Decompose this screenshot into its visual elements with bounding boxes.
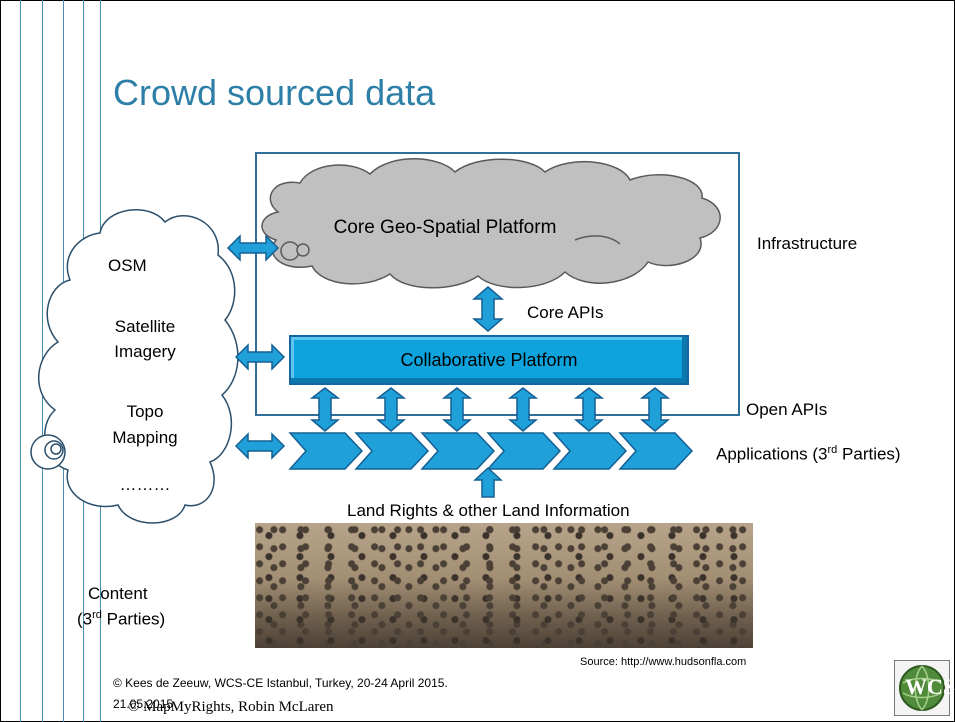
cloud-bubble [280,241,300,261]
arrow-up-down [309,387,341,432]
mapmyrights-text: © MapMyRights, Robin McLaren [128,699,334,715]
date-text: 21.05.2015 [113,697,174,711]
applications-text: Applications (3 [716,444,828,464]
arrow-up-down [441,387,473,432]
content-item-topo: Topo [126,402,164,421]
collaborative-platform-label: Collaborative Platform [400,349,578,370]
arrow-up [473,466,503,498]
content-footer-sup: rd [92,609,102,621]
applications-tail: Parties) [837,444,901,464]
cloud-curl [574,235,621,245]
content-item-osm: OSM [108,256,147,275]
arrow-left-right [234,343,286,371]
core-platform-cloud [261,158,721,289]
open-apis-label: Open APIs [746,400,828,419]
core-platform-label: Core Geo-Spatial Platform [333,217,557,238]
application-chevron [552,432,628,470]
arrow-up-down [375,387,407,432]
cloud-bubble [50,443,62,455]
content-cloud [38,208,239,524]
arrow-left-right [226,234,280,262]
aerial-photo [255,523,753,648]
application-chevron [486,432,562,470]
application-chevron [288,432,364,470]
arrow-up-down [573,387,605,432]
arrow-up-down [471,286,505,332]
land-rights-label: Land Rights & other Land Information [347,501,630,520]
wcs-logo: WCS [894,660,955,716]
content-item-more: ……… [119,475,171,494]
content-footer-line2: (3rd Parties) [77,609,165,630]
decor-line [20,0,21,722]
applications-sup: rd [827,444,838,456]
source-text: Source: http://www.hudsonfla.com [580,656,747,668]
slide-title: Crowd sourced data [113,72,436,113]
globe-icon [899,665,945,711]
arrow-up-down [639,387,671,432]
application-chevron [354,432,430,470]
core-apis-label: Core APIs [527,303,604,322]
logo-text: WCS [905,674,955,699]
arrow-left-right [234,432,286,460]
cloud-bubble [296,243,310,257]
copyright-text: © Kees de Zeeuw, WCS-CE Istanbul, Turkey… [113,676,448,690]
application-chevron [618,432,694,470]
infrastructure-label: Infrastructure [757,234,858,253]
content-item-satellite: Satellite [114,317,176,336]
content-footer-pre: (3 [77,609,93,629]
content-footer-line1: Content [88,584,148,603]
applications-label: Applications (3rd Parties) [716,444,901,465]
collaborative-platform: Collaborative Platform [289,335,689,385]
content-footer-post: Parties) [101,609,166,629]
content-item-imagery: Imagery [114,342,176,361]
content-item-mapping: Mapping [112,428,178,447]
arrow-up-down [507,387,539,432]
application-chevron [420,432,496,470]
infrastructure-box [255,152,740,416]
